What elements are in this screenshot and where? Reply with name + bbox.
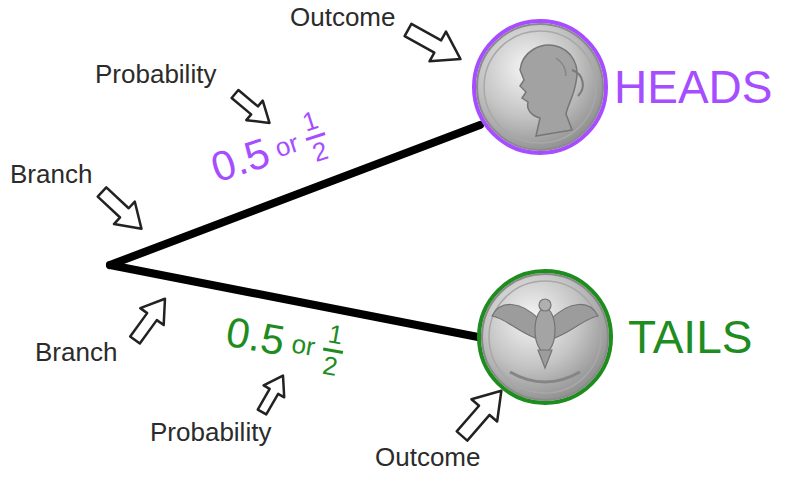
probability-label: 0.5or12 — [222, 302, 349, 382]
callout-label: Probability — [95, 60, 216, 90]
outcome-label: HEADS — [614, 62, 772, 113]
callout-label: Outcome — [375, 443, 481, 473]
coin-ring-outline — [474, 21, 606, 153]
pointer-arrow — [227, 84, 278, 132]
fraction-denominator: 2 — [305, 131, 334, 167]
probability-value: or — [271, 128, 302, 162]
callout-label: Outcome — [290, 3, 396, 33]
fraction: 12 — [318, 319, 349, 382]
pointer-arrow — [123, 290, 176, 348]
coin-ring-outline — [479, 271, 611, 403]
coin-heads-face — [477, 24, 603, 150]
fraction-denominator: 2 — [318, 347, 344, 382]
fraction-numerator: 1 — [323, 319, 348, 351]
probability-value: or — [290, 329, 318, 361]
tails-coin: TAILS — [475, 267, 615, 407]
pointer-arrow — [92, 181, 152, 240]
callout-label: Branch — [10, 160, 92, 190]
callout-label: Probability — [150, 418, 271, 448]
heads-coin: HEADS — [470, 17, 610, 157]
tree-branch — [110, 125, 480, 265]
coin-tails-face — [482, 274, 608, 400]
probability-value: 0.5 — [223, 309, 289, 365]
probability-value: 0.5 — [206, 129, 276, 191]
coin-ring — [475, 267, 615, 407]
outcome-label: TAILS — [628, 312, 752, 363]
callout-label: Branch — [35, 338, 117, 368]
coin-ring — [470, 17, 610, 157]
fraction: 12 — [296, 104, 334, 168]
pointer-arrow — [400, 15, 469, 74]
pointer-arrow — [252, 370, 294, 418]
